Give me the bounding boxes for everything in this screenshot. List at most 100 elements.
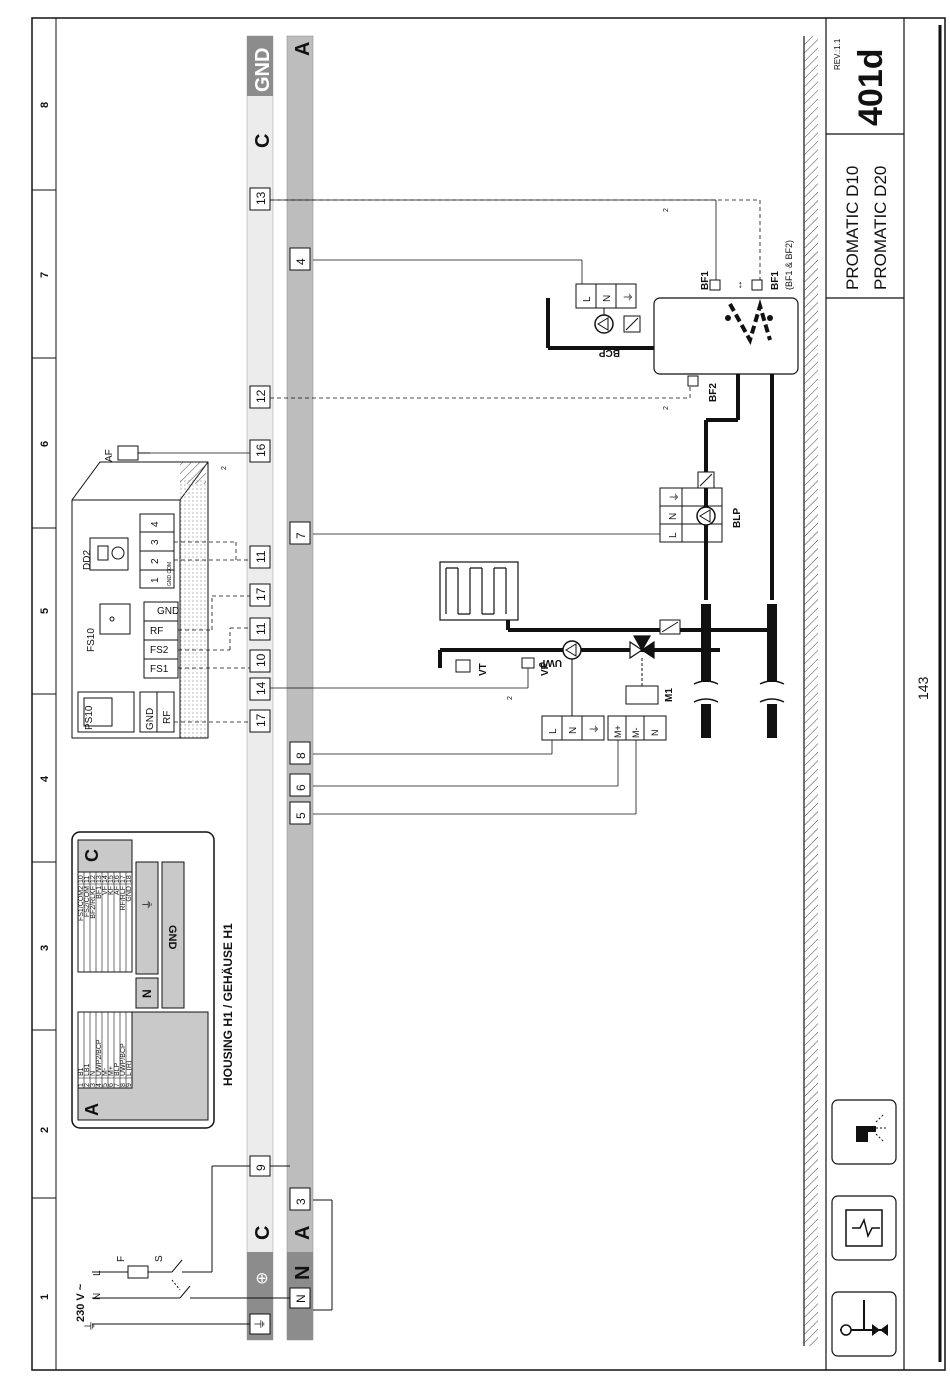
- grid-row-label: 5: [39, 608, 51, 614]
- bf1-arrow: ↔: [734, 280, 745, 290]
- c-row-no: 15: [108, 875, 115, 883]
- vt-label: VT: [478, 663, 489, 676]
- motor-block-m1: M+ M- N: [607, 715, 667, 741]
- floor-hatch: [804, 36, 818, 1346]
- pipe-breaks: [693, 680, 785, 703]
- pe-terminal-glyph: ⏚: [253, 1318, 267, 1330]
- dd2-pin: 3: [150, 539, 161, 545]
- blp-label: BLP: [732, 508, 743, 528]
- a-row-label: UWP/BCP: [120, 1043, 127, 1076]
- m1-label: M1: [664, 688, 675, 702]
- lnpe-pe: ⏚: [669, 492, 681, 502]
- terminal-label: 17: [254, 713, 268, 727]
- a-bus-terminals: 3 5 6 8 7 4: [289, 247, 311, 1211]
- a-row-no: 2: [84, 1083, 91, 1087]
- model-line-2: PROMATIC D20: [871, 166, 890, 290]
- c-row-label: FS2/COM: [84, 886, 91, 917]
- a-row-label: N: [90, 1071, 97, 1076]
- boiler-icon: [831, 1195, 897, 1261]
- a-row-no: 5: [102, 1083, 109, 1087]
- a-row-label: UWP2/BCP: [96, 1039, 103, 1076]
- bus-label-n: N: [292, 1266, 314, 1280]
- bf1-alt-label: BF1: [770, 271, 781, 290]
- terminal-c-10: 10: [249, 649, 271, 673]
- a-row-label: B1: [78, 1067, 85, 1076]
- c-row-no: 18: [126, 875, 133, 883]
- grid-row-label: 2: [39, 1127, 51, 1133]
- fs10-row: RF: [150, 626, 163, 637]
- lnpe-n: N: [568, 727, 579, 734]
- dd2-sub: GND COM: [167, 562, 173, 586]
- bus-label-pe: ⊕: [254, 1272, 271, 1285]
- lnpe-pe: ⏚: [623, 292, 635, 302]
- mixing-valve: M1: [625, 635, 675, 705]
- fs10-label: FS10: [86, 628, 97, 652]
- bus-label-a-bottom: A: [292, 1226, 314, 1240]
- c-row-label: BF1: [96, 886, 103, 899]
- terminal-label: 16: [254, 443, 268, 457]
- terminal-c-11b: 11: [249, 545, 271, 569]
- terminal-a-7: 7: [289, 521, 311, 545]
- terminal-label: 4: [294, 258, 308, 265]
- terminal-label: 17: [254, 587, 268, 601]
- housing-c-row-text: 10 FS1/COM2 11 FS2/COM 12 BF2/RLKF 13 BF…: [78, 875, 133, 921]
- terminal-c-9: 9: [249, 1155, 271, 1177]
- c-row-label: BF2/RLKF: [90, 886, 97, 919]
- c-row-label: KF: [108, 886, 115, 895]
- dd2-module: DD2 1 2 3 4 GND COM: [82, 513, 175, 589]
- pe-terminal: [249, 1313, 271, 1335]
- c-row-no: 13: [96, 875, 103, 883]
- dd2-pin: 1: [150, 577, 161, 583]
- n-terminal-label: N: [294, 1294, 308, 1303]
- bf2-label: BF2: [708, 383, 719, 402]
- a-row-label: BLP: [114, 1062, 121, 1076]
- housing-a-row-lines: [78, 1012, 132, 1088]
- c-row-label: VF: [102, 886, 109, 895]
- c-row-no: 14: [102, 875, 109, 883]
- wire-count: 2: [663, 208, 670, 212]
- uwp-pump: UWP: [538, 640, 582, 716]
- bf1-alt-sensor: BF1 (BF1 & BF2) ↔: [734, 240, 794, 291]
- c-row-label: RF/RLF: [120, 886, 127, 911]
- bus-label-a-top: A: [292, 42, 314, 56]
- housing-a-header-label: A: [82, 1103, 102, 1116]
- terminal-label: 13: [254, 191, 268, 205]
- dd2-pin: 4: [150, 521, 161, 527]
- ps10-label: PS10: [84, 705, 95, 730]
- uwp-label: UWP: [538, 657, 562, 668]
- terminal-c-16: 16: [249, 439, 271, 463]
- grid-row-label: 6: [39, 441, 51, 447]
- a-row-no: 1: [78, 1083, 85, 1087]
- revision-label: REV.:1.1: [833, 38, 842, 70]
- terminal-c-13: 13: [249, 187, 271, 211]
- grid-row-label: 8: [39, 102, 51, 108]
- af-label: AF: [104, 449, 115, 462]
- a-row-label: LB1: [84, 1063, 91, 1076]
- switch-label: S: [154, 1255, 165, 1262]
- housing-gnd-box: [161, 861, 185, 1009]
- ps10-row: RF: [162, 711, 173, 724]
- housing-pe-box: [135, 861, 159, 975]
- lnpe-pe: ⏚: [589, 724, 601, 734]
- c-row-no: 11: [84, 876, 91, 883]
- housing-pe-label: ⏚: [141, 899, 154, 910]
- motor-terminal: N: [650, 730, 660, 737]
- ps10-row: GND: [145, 708, 156, 730]
- lnpe-l: L: [668, 532, 679, 538]
- diagram-code: 401d: [852, 49, 890, 127]
- terminal-label: 11: [254, 622, 268, 635]
- gnd-bus-end: [247, 36, 273, 96]
- model-line-1: PROMATIC D10: [843, 166, 862, 290]
- vf-label: VF: [540, 663, 551, 676]
- vt-thermostat: VT: [455, 659, 489, 676]
- a-row-no: 8: [120, 1083, 127, 1087]
- a-row-label: M-: [102, 1067, 109, 1076]
- terminal-label: 5: [294, 812, 308, 819]
- terminal-label: 7: [294, 532, 308, 539]
- bcp-pump: BCP: [594, 308, 641, 358]
- motor-terminal: M-: [631, 728, 641, 739]
- sensor-wiring: [150, 199, 717, 815]
- a-row-no: 6: [108, 1083, 115, 1087]
- terminal-a-5: 5: [289, 801, 311, 825]
- terminal-a-8: 8: [289, 741, 311, 765]
